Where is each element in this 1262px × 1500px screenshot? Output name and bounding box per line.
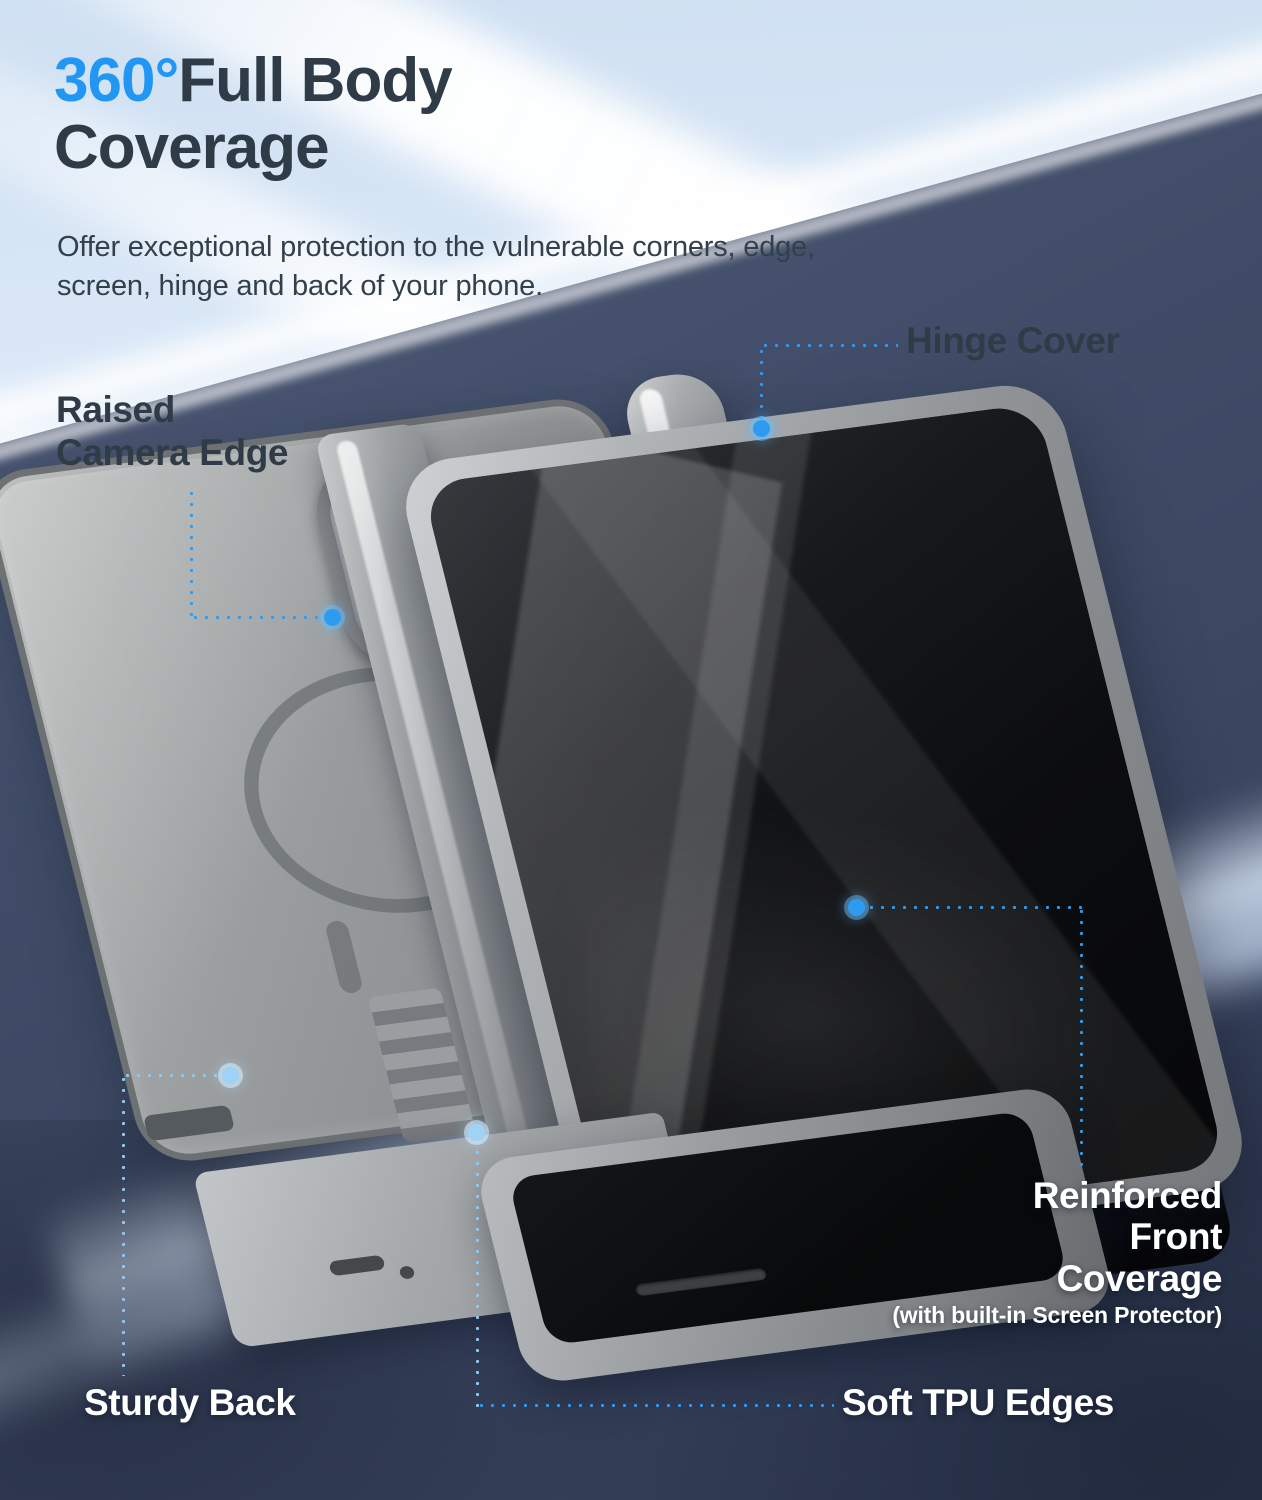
callout-label-camera-line2: Camera Edge [56, 432, 289, 474]
callout-label-front-line2: Front [1129, 1216, 1222, 1258]
headline-rest: Full Body [178, 46, 452, 115]
callout-label-front-subtext: (with built-in Screen Protector) [892, 1302, 1222, 1329]
callout-label-hinge-cover: Hinge Cover [906, 320, 1120, 361]
callout-dot-camera-edge [324, 609, 341, 626]
callout-dot-front-coverage [848, 899, 865, 916]
callout-label-front-line1: Reinforced [1032, 1175, 1223, 1216]
callout-label-camera-line1: Raised [56, 389, 175, 430]
callout-label-raised-camera-edge: Raised Camera Edge [56, 388, 288, 475]
page-title: 360°Full Body Coverage [54, 46, 754, 182]
headline-accent: 360° [54, 46, 179, 115]
callout-label-sturdy-back: Sturdy Back [84, 1382, 296, 1423]
headline-line2: Coverage [54, 112, 330, 182]
subtitle-description: Offer exceptional protection to the vuln… [57, 231, 815, 302]
callout-dot-hinge-cover [753, 420, 770, 437]
callout-dot-sturdy-back [222, 1067, 239, 1084]
callout-label-reinforced-front-coverage: Reinforced Front Coverage (with built-in… [752, 1175, 1222, 1329]
callout-label-soft-tpu-edges: Soft TPU Edges [842, 1382, 1114, 1423]
callout-label-front-line3: Coverage [1056, 1257, 1223, 1299]
callout-dot-soft-tpu-edges [468, 1124, 485, 1141]
